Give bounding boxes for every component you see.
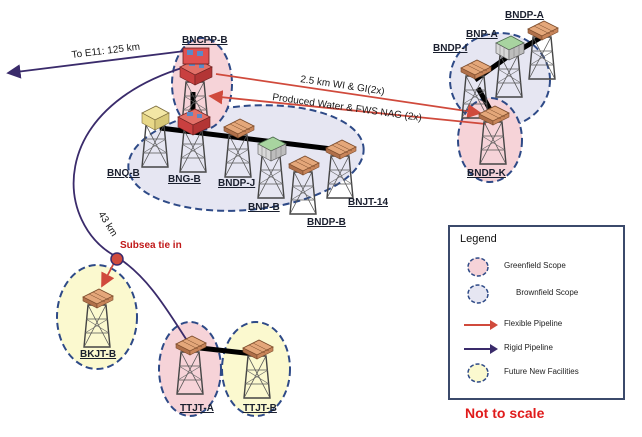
legend-row-flexible: Flexible Pipeline (460, 313, 620, 337)
label-bndp-a: BNDP-A (505, 10, 544, 21)
rigid-pipeline-arrow-icon (464, 344, 498, 354)
rigid-pipeline-43km (72, 66, 191, 346)
label-bnq-b: BNQ-B (107, 168, 140, 179)
legend-row-rigid: Rigid Pipeline (460, 337, 620, 361)
label-bng-b: BNG-B (168, 174, 201, 185)
label-43-km: 43 km (95, 210, 119, 239)
rigid-pipeline-to-e11 (6, 50, 186, 79)
platform-bncpp-b (179, 47, 213, 125)
label-bnp-a: BNP-A (466, 29, 498, 40)
legend-row-greenfield: Greenfield Scope (460, 255, 620, 279)
legend-row-future: Future New Facilities (460, 361, 620, 385)
future-zone-ttjt-b (221, 321, 291, 417)
label-bndp-k: BNDP-K (467, 168, 507, 179)
label-wi-gi: 2.5 km WI & GI(2x) (300, 74, 386, 97)
future-zone-bkjt (56, 264, 138, 370)
label-bncpp-b: BNCPP-B (182, 35, 228, 46)
greenfield-swatch-icon (467, 257, 489, 277)
legend-label-greenfield: Greenfield Scope (504, 261, 566, 270)
future-swatch-icon (467, 363, 489, 383)
subsea-tie-in-marker (110, 252, 124, 266)
label-bkjt-b: BKJT-B (80, 349, 116, 360)
flexible-pipeline-produced-water (208, 90, 487, 125)
label-bndp-j: BNDP-J (218, 178, 255, 189)
legend-label-brownfield: Brownfield Scope (516, 288, 579, 297)
label-subsea-tie-in: Subsea tie in (120, 240, 182, 251)
label-ttjt-b: TTJT-B (243, 403, 277, 414)
legend-label-rigid: Rigid Pipeline (504, 343, 553, 352)
flexible-pipeline-arrow-icon (464, 320, 498, 330)
legend-row-brownfield: Brownfield Scope (460, 282, 620, 306)
not-to-scale-note: Not to scale (465, 405, 545, 421)
brownfield-swatch-icon (467, 284, 489, 304)
label-bnp-b: BNP-B (248, 202, 280, 213)
label-bnjt-14: BNJT-14 (348, 197, 388, 208)
flexible-pipeline-tie-in (101, 262, 115, 288)
legend-title: Legend (460, 233, 497, 245)
legend-label-flexible: Flexible Pipeline (504, 319, 563, 328)
label-bndp-i: BNDP-I (433, 43, 468, 54)
legend-panel: Legend Greenfield Scope Brownfield Scope… (448, 225, 625, 400)
label-bndp-b: BNDP-B (307, 217, 346, 228)
label-ttjt-a: TTJT-A (180, 403, 214, 414)
legend-label-future: Future New Facilities (504, 367, 579, 376)
flexible-pipeline-wi-gi (215, 73, 482, 119)
